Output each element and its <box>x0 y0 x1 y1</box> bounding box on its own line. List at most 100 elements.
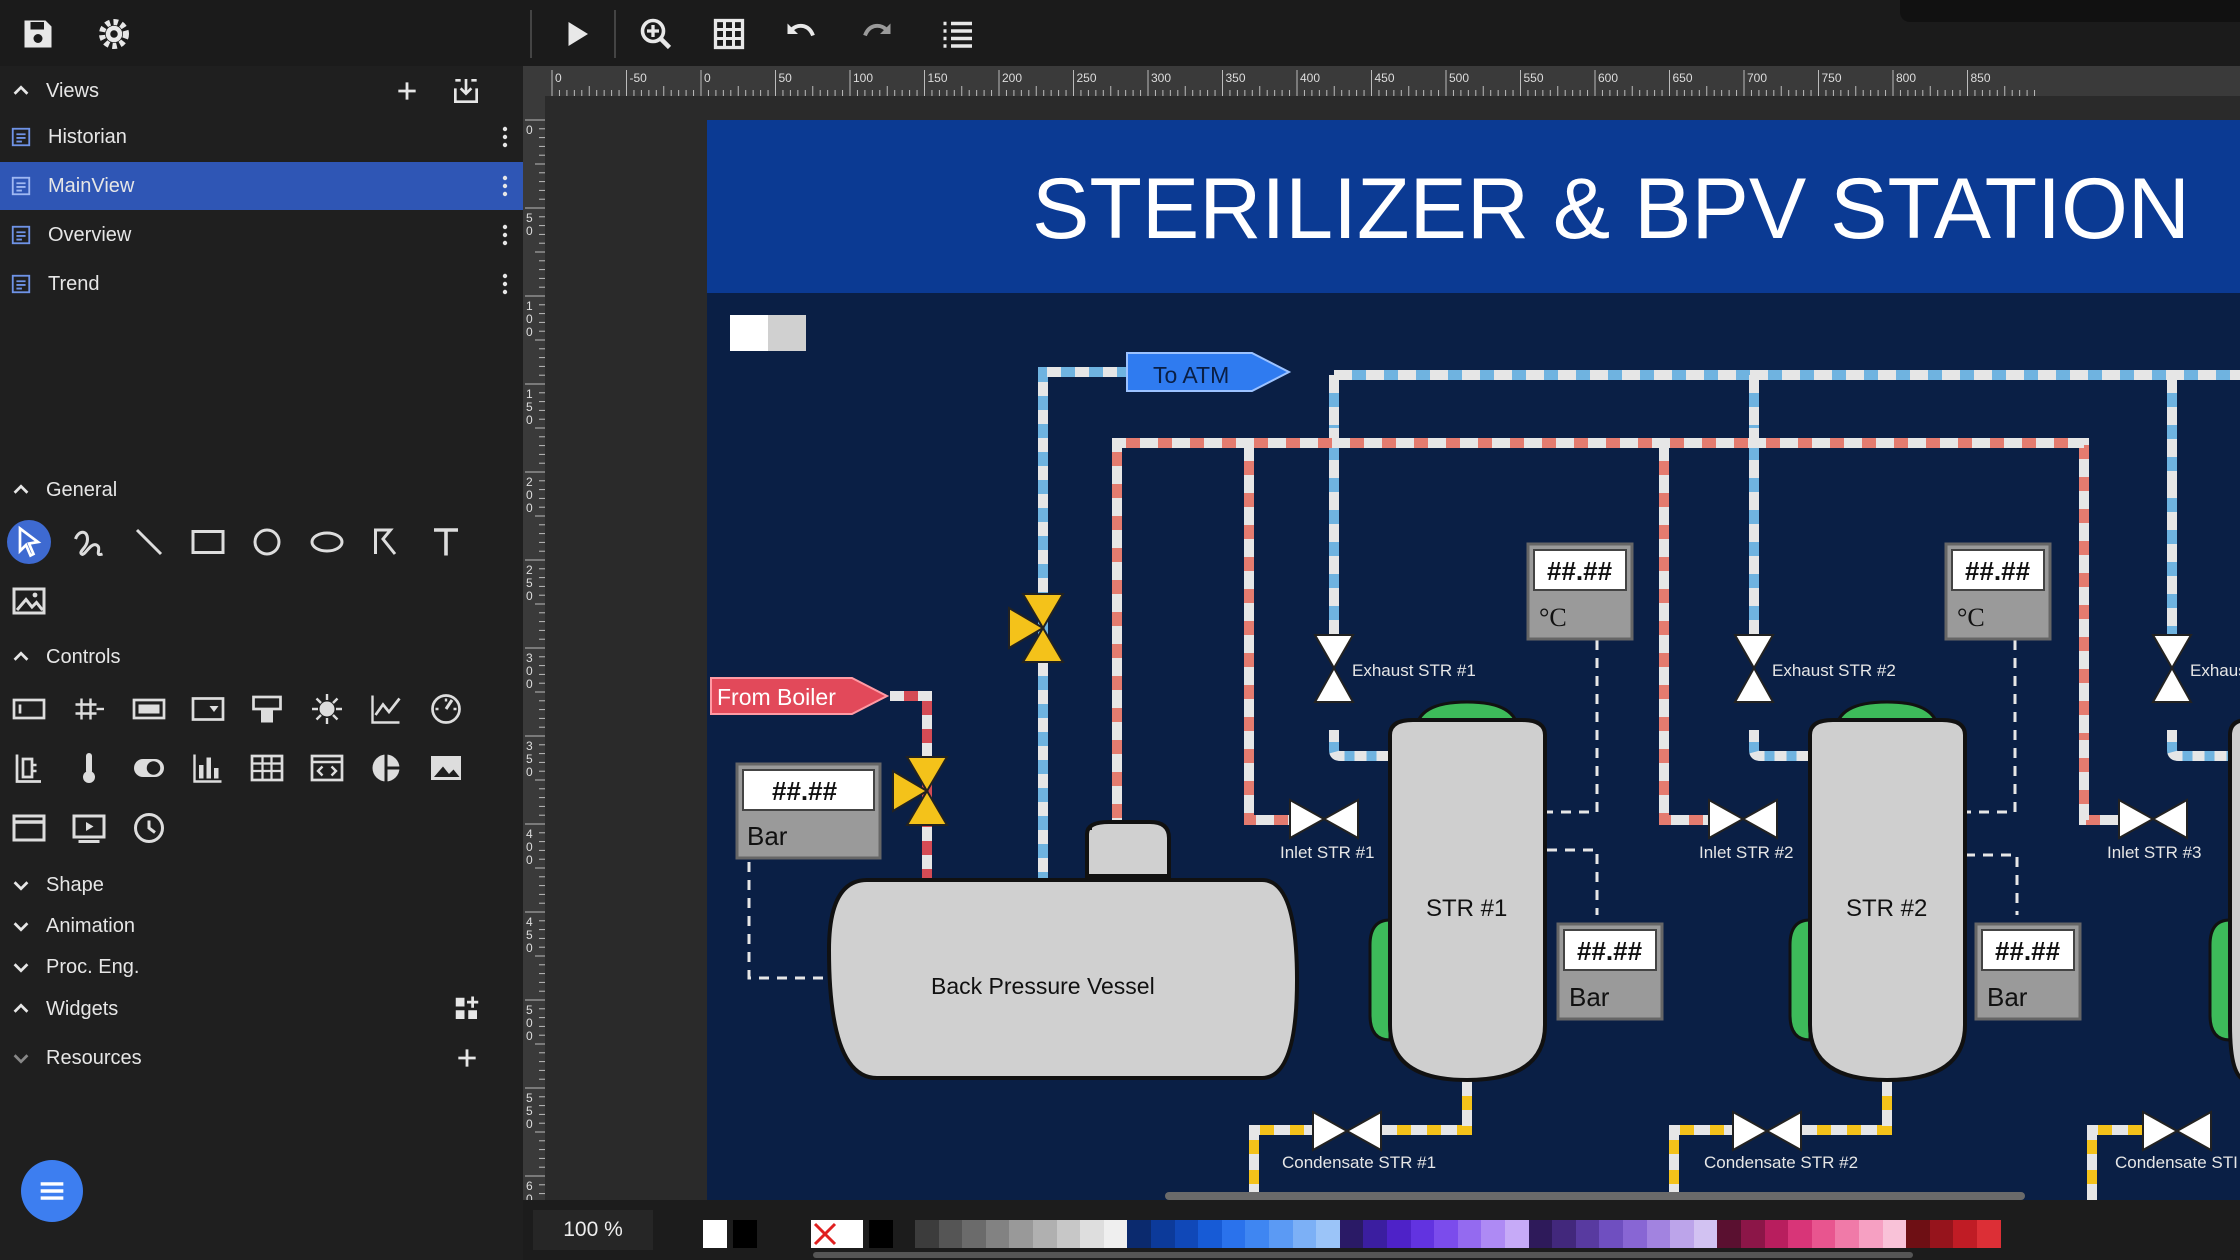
palette-scrollbar[interactable] <box>813 1252 1913 1258</box>
view-item-overview[interactable]: Overview <box>0 211 523 259</box>
proc-eng-header[interactable]: Proc. Eng. <box>0 945 523 989</box>
color-swatch[interactable] <box>1175 1220 1199 1248</box>
color-swatch[interactable] <box>1458 1220 1482 1248</box>
line-icon[interactable] <box>127 520 171 564</box>
polyline-icon[interactable] <box>364 520 408 564</box>
clock-icon[interactable] <box>127 806 171 850</box>
undo-icon[interactable] <box>777 10 825 58</box>
thermometer-icon[interactable] <box>67 746 111 790</box>
color-swatch[interactable] <box>1812 1220 1836 1248</box>
color-swatch[interactable] <box>1953 1220 1977 1248</box>
input-control-icon[interactable] <box>7 687 51 731</box>
color-swatch[interactable] <box>1198 1220 1222 1248</box>
main-menu-button[interactable] <box>21 1160 83 1222</box>
panel-icon[interactable] <box>7 806 51 850</box>
settings-gear-icon[interactable] <box>90 10 138 58</box>
picture-icon[interactable] <box>424 746 468 790</box>
redo-icon[interactable] <box>853 10 901 58</box>
color-swatch[interactable] <box>1835 1220 1859 1248</box>
color-swatch[interactable] <box>1576 1220 1600 1248</box>
bulb-control-icon[interactable] <box>305 687 349 731</box>
gauge-icon[interactable] <box>424 687 468 731</box>
color-swatch[interactable] <box>1623 1220 1647 1248</box>
color-swatch[interactable] <box>1552 1220 1576 1248</box>
select-pointer-icon[interactable] <box>7 520 51 564</box>
design-canvas[interactable]: STERILIZER & BPV STATION <box>545 96 2240 1200</box>
color-swatch[interactable] <box>1434 1220 1458 1248</box>
text-icon[interactable] <box>424 520 468 564</box>
color-swatch[interactable] <box>1647 1220 1671 1248</box>
animation-header[interactable]: Animation <box>0 904 523 948</box>
view-item-historian[interactable]: Historian <box>0 113 523 161</box>
view-item-trend[interactable]: Trend <box>0 260 523 308</box>
pie-chart-icon[interactable] <box>364 746 408 790</box>
color-swatch[interactable] <box>1127 1220 1151 1248</box>
general-header[interactable]: General <box>0 468 523 512</box>
color-swatch[interactable] <box>1930 1220 1954 1248</box>
bar-chart-icon[interactable] <box>186 746 230 790</box>
circle-icon[interactable] <box>245 520 289 564</box>
color-swatch[interactable] <box>1293 1220 1317 1248</box>
color-swatch[interactable] <box>1316 1220 1340 1248</box>
toggle-icon[interactable] <box>127 746 171 790</box>
tank-icon[interactable] <box>7 746 51 790</box>
zoom-in-icon[interactable] <box>632 10 680 58</box>
list-icon[interactable] <box>933 10 981 58</box>
save-icon[interactable] <box>14 10 62 58</box>
color-swatch[interactable] <box>1977 1220 2001 1248</box>
color-swatch[interactable] <box>1529 1220 1553 1248</box>
button-control-icon[interactable] <box>127 687 171 731</box>
color-swatch[interactable] <box>703 1220 727 1248</box>
color-swatch[interactable] <box>1883 1220 1907 1248</box>
color-swatch[interactable] <box>1505 1220 1529 1248</box>
color-swatch[interactable] <box>839 1220 863 1248</box>
switch-control-icon[interactable] <box>245 687 289 731</box>
select-control-icon[interactable] <box>186 687 230 731</box>
toggle-right[interactable] <box>768 315 806 351</box>
color-swatch[interactable] <box>1741 1220 1765 1248</box>
grid-icon[interactable] <box>705 10 753 58</box>
color-swatch[interactable] <box>733 1220 757 1248</box>
color-swatch[interactable] <box>1245 1220 1269 1248</box>
color-swatch[interactable] <box>1340 1220 1364 1248</box>
rectangle-icon[interactable] <box>186 520 230 564</box>
chart-line-icon[interactable] <box>364 687 408 731</box>
image-icon[interactable] <box>7 579 51 623</box>
add-resource-icon[interactable] <box>454 1045 480 1071</box>
widgets-header[interactable]: Widgets <box>0 987 523 1031</box>
color-swatch[interactable] <box>986 1220 1010 1248</box>
value-control-icon[interactable] <box>67 687 111 731</box>
color-swatch[interactable] <box>1694 1220 1718 1248</box>
color-swatch[interactable] <box>1717 1220 1741 1248</box>
color-swatch[interactable] <box>1057 1220 1081 1248</box>
video-icon[interactable] <box>67 806 111 850</box>
freehand-icon[interactable] <box>67 520 111 564</box>
shape-header[interactable]: Shape <box>0 863 523 907</box>
no-color-swatch[interactable] <box>811 1220 839 1248</box>
table-icon[interactable] <box>245 746 289 790</box>
more-options-icon[interactable] <box>501 223 509 247</box>
import-view-icon[interactable] <box>450 75 482 107</box>
play-icon[interactable] <box>552 10 600 58</box>
color-swatch[interactable] <box>1599 1220 1623 1248</box>
sterilizer-diagram[interactable]: STERILIZER & BPV STATION <box>707 120 2240 1200</box>
more-options-icon[interactable] <box>501 125 509 149</box>
color-swatch[interactable] <box>1104 1220 1128 1248</box>
color-swatch[interactable] <box>1411 1220 1435 1248</box>
color-swatch[interactable] <box>1481 1220 1505 1248</box>
color-swatch[interactable] <box>1269 1220 1293 1248</box>
color-swatch[interactable] <box>1670 1220 1694 1248</box>
color-swatch[interactable] <box>1080 1220 1104 1248</box>
horizontal-scrollbar[interactable] <box>1165 1192 2025 1200</box>
color-swatch[interactable] <box>1906 1220 1930 1248</box>
color-swatch[interactable] <box>1859 1220 1883 1248</box>
color-swatch[interactable] <box>1765 1220 1789 1248</box>
view-item-mainview[interactable]: MainView <box>0 162 523 210</box>
color-swatch[interactable] <box>939 1220 963 1248</box>
add-view-icon[interactable] <box>394 78 420 104</box>
color-swatch[interactable] <box>962 1220 986 1248</box>
color-swatch[interactable] <box>1033 1220 1057 1248</box>
more-options-icon[interactable] <box>501 174 509 198</box>
color-swatch[interactable] <box>1222 1220 1246 1248</box>
ellipse-icon[interactable] <box>305 520 349 564</box>
